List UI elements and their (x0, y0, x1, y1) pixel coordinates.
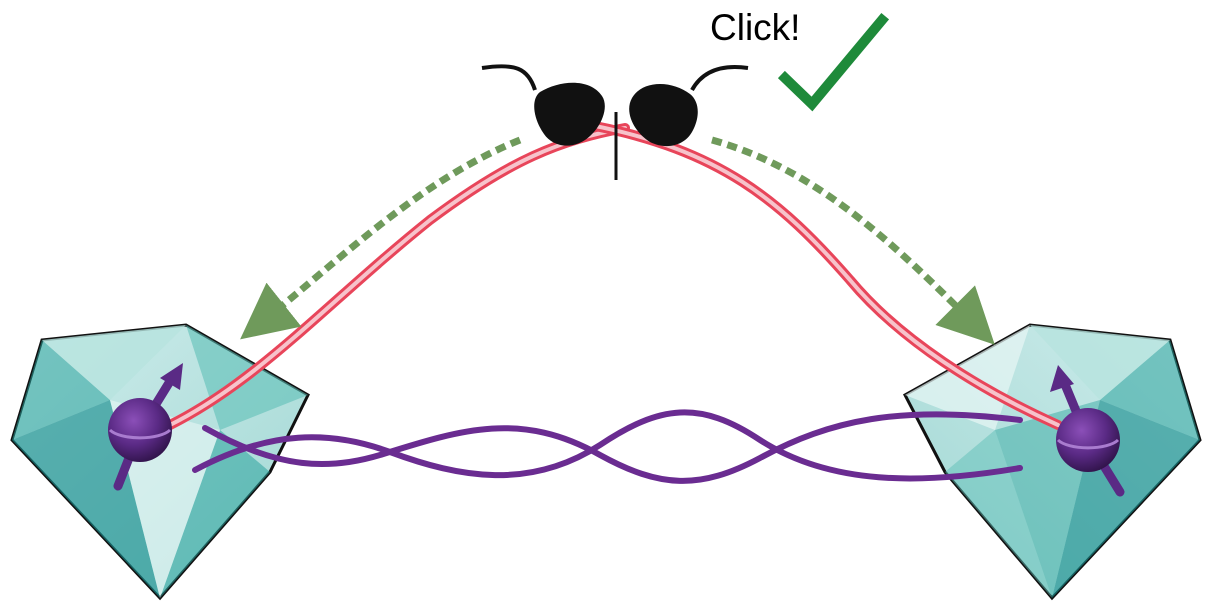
checkmark-icon (777, 12, 890, 112)
right-detector (629, 65, 749, 147)
left-herald-arrow (240, 136, 522, 340)
right-detector-cable (690, 65, 749, 92)
entanglement-strand-1 (202, 411, 1023, 484)
photon-detector-icon (629, 83, 698, 147)
left-detector (481, 64, 605, 146)
left-detector-cable (481, 64, 537, 91)
entanglement-link (192, 409, 1023, 484)
click-label: Click! (710, 7, 800, 48)
herald-arrows (240, 136, 995, 345)
optical-fibers (165, 120, 1063, 430)
right-herald-arrow (711, 136, 995, 345)
entanglement-strand-2 (192, 409, 1023, 482)
photon-detector-icon (534, 82, 605, 146)
right-spin-qubit (1050, 365, 1125, 497)
left-spin-qubit (108, 363, 183, 491)
